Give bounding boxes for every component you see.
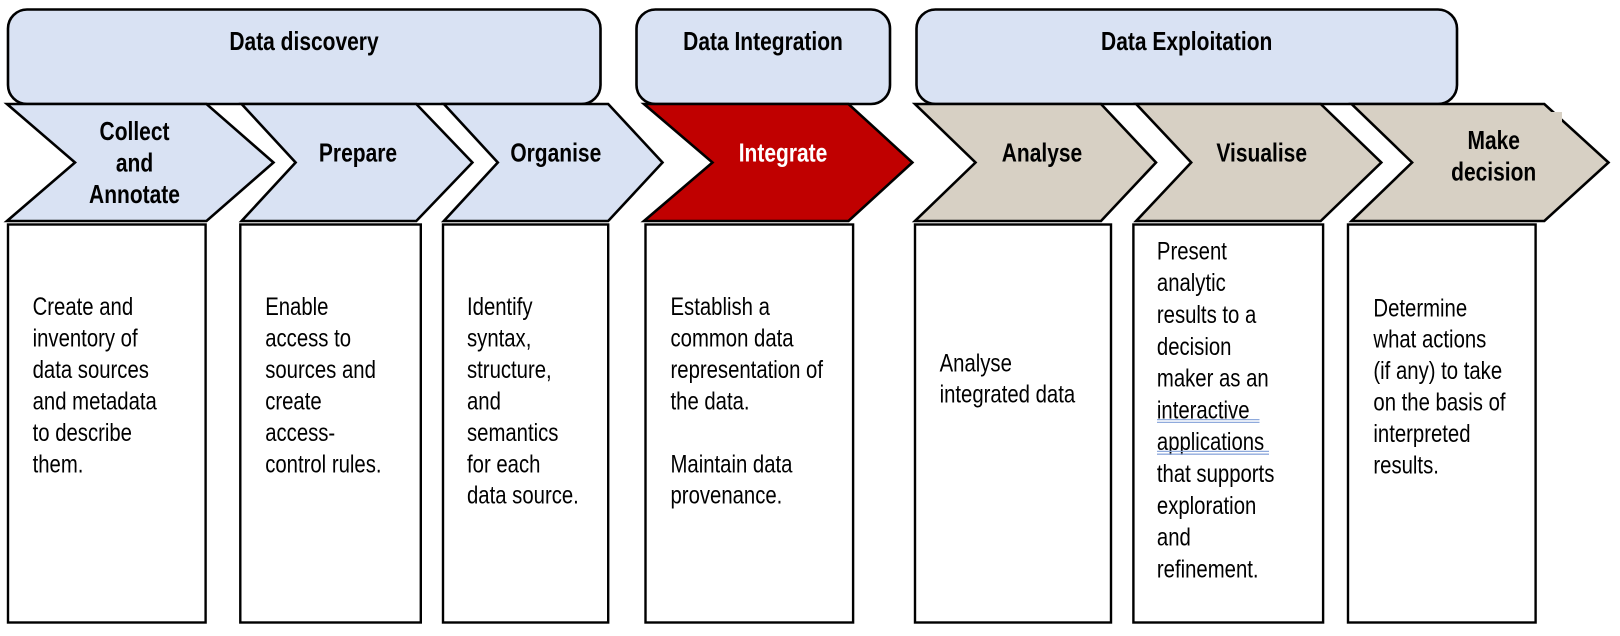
svg-text:sources and: sources and — [265, 355, 376, 383]
svg-text:Visualise: Visualise — [1216, 139, 1307, 167]
svg-text:and: and — [1157, 523, 1191, 551]
svg-text:them.: them. — [33, 449, 84, 477]
svg-text:exploration: exploration — [1157, 491, 1256, 519]
svg-text:semantics: semantics — [467, 418, 558, 446]
svg-text:on the basis of: on the basis of — [1373, 388, 1506, 416]
svg-text:refinement.: refinement. — [1157, 554, 1259, 582]
svg-text:for each: for each — [467, 449, 540, 477]
svg-text:to describe: to describe — [33, 418, 132, 446]
svg-text:structure,: structure, — [467, 355, 552, 383]
svg-text:Collect: Collect — [100, 117, 170, 145]
svg-text:control rules.: control rules. — [265, 449, 381, 477]
svg-text:inventory of: inventory of — [33, 324, 139, 352]
svg-text:Integrate: Integrate — [739, 139, 828, 167]
svg-text:Analyse: Analyse — [1002, 139, 1082, 167]
svg-text:Present: Present — [1157, 236, 1228, 264]
svg-text:Analyse: Analyse — [940, 348, 1012, 376]
svg-text:and metadata: and metadata — [33, 386, 158, 414]
svg-text:Data discovery: Data discovery — [229, 27, 378, 55]
svg-text:Organise: Organise — [510, 139, 601, 167]
svg-text:access-: access- — [265, 418, 335, 446]
svg-text:maker as an: maker as an — [1157, 364, 1269, 392]
svg-text:Determine: Determine — [1373, 293, 1467, 321]
svg-text:and: and — [467, 386, 501, 414]
svg-text:create: create — [265, 386, 321, 414]
svg-text:results.: results. — [1373, 451, 1438, 479]
svg-text:syntax,: syntax, — [467, 324, 531, 352]
svg-text:provenance.: provenance. — [671, 481, 783, 509]
svg-text:(if any) to take: (if any) to take — [1373, 356, 1502, 384]
svg-text:Data Exploitation: Data Exploitation — [1101, 27, 1272, 55]
svg-text:representation of: representation of — [671, 355, 824, 383]
svg-text:the data.: the data. — [671, 386, 750, 414]
svg-text:data sources: data sources — [33, 355, 149, 383]
svg-text:decision: decision — [1451, 157, 1536, 185]
svg-text:Create and: Create and — [33, 292, 134, 320]
svg-text:Establish a: Establish a — [671, 292, 771, 320]
svg-text:Enable: Enable — [265, 292, 328, 320]
svg-text:decision: decision — [1157, 332, 1232, 360]
svg-text:analytic: analytic — [1157, 268, 1226, 296]
svg-text:data source.: data source. — [467, 481, 579, 509]
svg-text:what actions: what actions — [1373, 325, 1487, 353]
svg-text:Data Integration: Data Integration — [683, 27, 843, 55]
svg-text:Identify: Identify — [467, 292, 533, 320]
svg-text:access to: access to — [265, 324, 351, 352]
svg-text:Maintain data: Maintain data — [671, 449, 793, 477]
svg-text:that supports: that supports — [1157, 459, 1274, 487]
svg-text:results to a: results to a — [1157, 300, 1257, 328]
svg-text:Prepare: Prepare — [319, 139, 397, 167]
svg-text:Annotate: Annotate — [89, 180, 180, 208]
svg-text:common data: common data — [671, 324, 794, 352]
svg-text:Make: Make — [1467, 126, 1519, 154]
svg-text:and: and — [116, 149, 153, 177]
svg-text:interpreted: interpreted — [1373, 419, 1470, 447]
svg-text:integrated data: integrated data — [940, 380, 1076, 408]
